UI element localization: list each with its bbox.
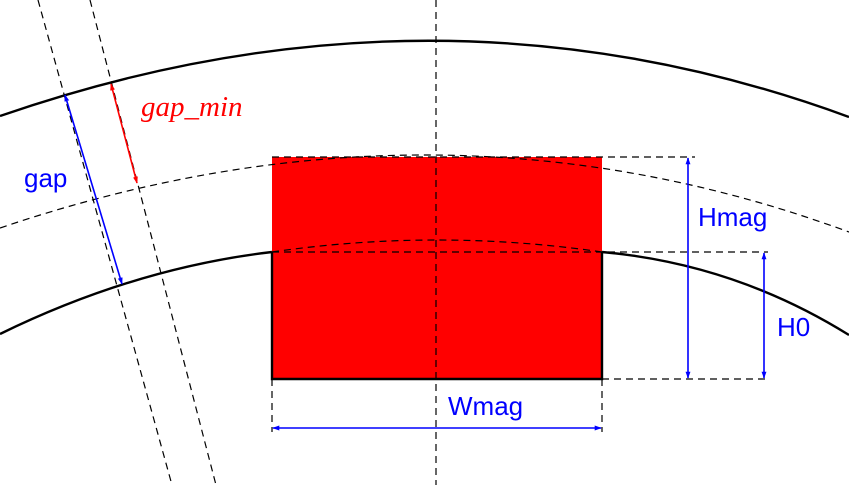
rotor-arc-right xyxy=(601,250,849,337)
gap-dimension-arrow xyxy=(64,94,123,285)
rotor-arc-left xyxy=(0,250,273,336)
magnet-outline xyxy=(270,252,604,381)
outer-arc xyxy=(0,39,849,119)
magnet-top-arc xyxy=(0,154,849,233)
hmag-label: Hmag xyxy=(698,202,767,232)
h0-label: H0 xyxy=(777,312,810,342)
gap-label: gap xyxy=(24,163,67,193)
magnet-block xyxy=(272,157,602,379)
wmag-label: Wmag xyxy=(448,391,523,421)
gap-min-label: gap_min xyxy=(141,91,243,123)
gap-min-dimension-arrow xyxy=(110,83,138,184)
